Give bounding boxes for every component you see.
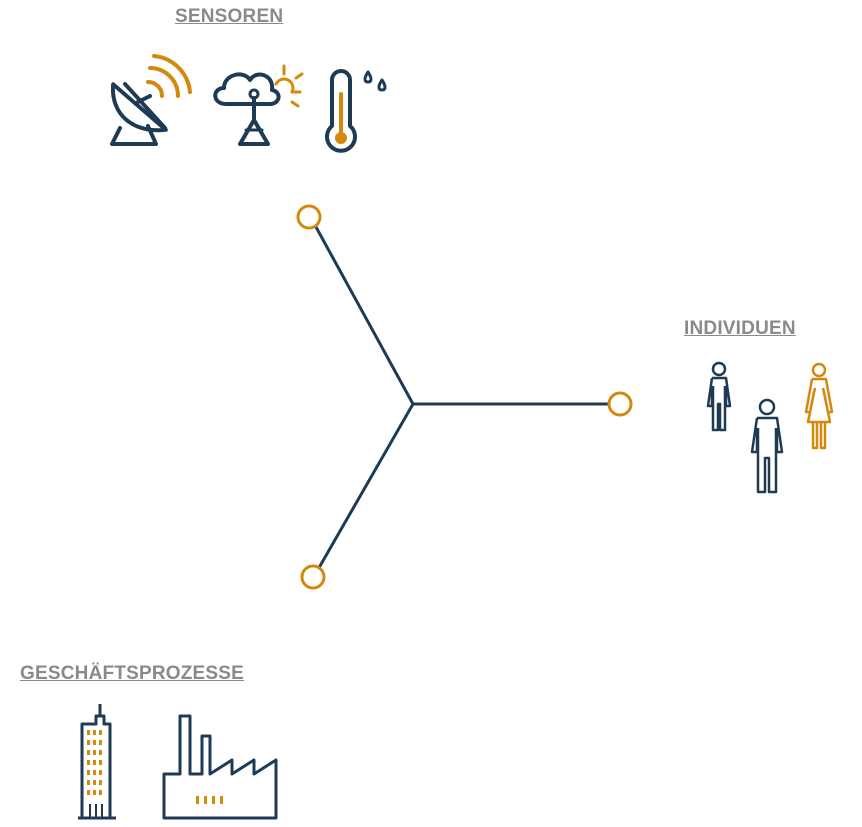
individuen-label: INDIVIDUEN: [684, 318, 796, 339]
hub-connectors: [314, 225, 611, 568]
woman-icon: [804, 362, 834, 450]
thermometer-icon: [325, 69, 387, 153]
node-geschaeftsprozesse: [300, 564, 326, 590]
node-sensoren: [296, 204, 322, 230]
factory-icon: [162, 714, 278, 820]
sensoren-label: SENSOREN: [175, 6, 284, 27]
weather-station-icon: [213, 64, 304, 146]
geschaeftsprozesse-label: GESCHÄFTSPROZESSE: [20, 663, 245, 684]
connector-sensoren: [314, 225, 415, 406]
man-icon: [706, 361, 732, 432]
node-individuen: [607, 391, 633, 417]
satellite-dish-icon: [110, 54, 192, 146]
connector-geschaeftsprozesse: [318, 402, 415, 568]
man-icon: [750, 398, 784, 494]
office-building-icon: [78, 704, 116, 820]
